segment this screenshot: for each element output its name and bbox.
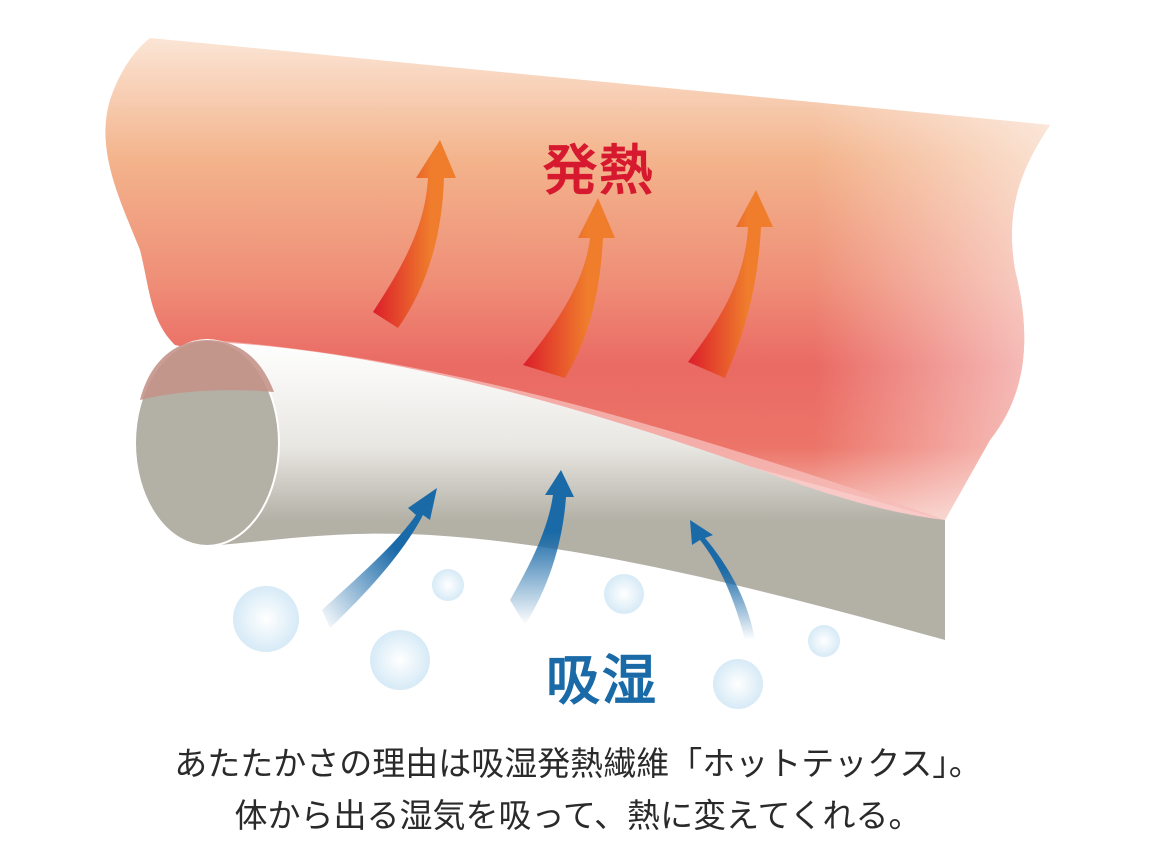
heat-generation-label: 発熱: [543, 139, 655, 202]
heat-arrow-3: [688, 190, 773, 378]
moisture-arrow-1: [322, 488, 437, 628]
moisture-absorption-label: 吸湿: [546, 649, 658, 712]
moisture-arrow-2: [510, 470, 574, 625]
caption: あたたかさの理由は吸湿発熱繊維「ホットテックス」。 体から出る湿気を吸って、熱に…: [0, 738, 1156, 842]
caption-line-1: あたたかさの理由は吸湿発熱繊維「ホットテックス」。: [174, 744, 982, 783]
moisture-arrow-3: [690, 520, 755, 640]
heat-moisture-diagram: [105, 38, 1050, 709]
heat-arrow-1: [373, 140, 456, 328]
moisture-bubbles: [233, 569, 840, 709]
caption-line-2: 体から出る湿気を吸って、熱に変えてくれる。: [234, 796, 922, 835]
fiber-cylinder: [210, 342, 945, 640]
heat-arrow-2: [523, 198, 615, 378]
